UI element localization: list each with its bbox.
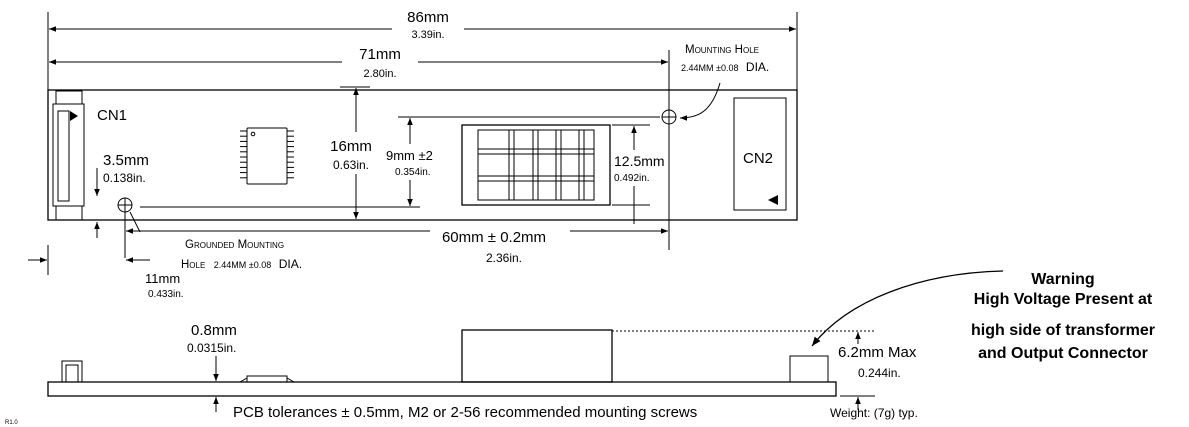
dim-height-mm: 6.2mm Max (838, 344, 917, 361)
dim-transformer-in: 0.492in. (614, 173, 650, 184)
pcb-outline-side (47, 381, 837, 397)
dim-mount-pitch-in: 2.80in. (363, 68, 396, 80)
cn2-connector: CN2 (733, 97, 787, 211)
dim-height-in: 0.244in. (858, 366, 901, 380)
dim-hole-y: 9mm ±2 0.354in. (384, 118, 438, 206)
dim-mount-pitch-mm: 71mm (359, 46, 401, 63)
dim-pcb-thickness: 0.8mm 0.0315in. (187, 322, 237, 412)
dim-overall-width: 86mm 3.39in. (47, 7, 798, 100)
mounting-hole (661, 109, 677, 125)
ic-chip (240, 127, 294, 185)
dim-transformer-mm: 12.5mm (614, 153, 665, 169)
ic-side (239, 375, 295, 383)
dim-ground-hole-x-mm: 11mm (145, 271, 180, 286)
dim-hole-y-mm: 9mm ±2 (386, 148, 433, 163)
pcb-outline-top (47, 89, 798, 221)
grounded-hole-dia: DIA. (279, 257, 302, 271)
dim-hole-spacing-mm: 60mm ± 0.2mm (442, 229, 546, 246)
dim-board-height-mm: 16mm (330, 138, 372, 155)
dim-board-height: 16mm 0.63in. (320, 86, 382, 221)
high-voltage-warning: Warning High Voltage Present at high sid… (811, 270, 1155, 362)
svg-text:2.44MM ±0.08 DIA.: 2.44MM ±0.08 DIA. (681, 58, 769, 75)
dim-board-height-in: 0.63in. (333, 158, 369, 172)
dim-pcb-thickness-in: 0.0315in. (187, 341, 236, 355)
grounded-hole-label: Grounded Mounting Hole 2.44MM ±0.08 DIA. (129, 211, 350, 272)
grounded-hole-word: Hole (181, 259, 205, 271)
dim-hole-spacing-in: 2.36in. (486, 251, 522, 265)
grounded-mounting-hole (117, 197, 133, 258)
weight-note: Weight: (7g) typ. (830, 406, 918, 420)
dim-transformer: 12.5mm 0.492in. (612, 124, 665, 224)
cn1-connector: CN1 (52, 90, 127, 221)
warning-line-3: and Output Connector (978, 345, 1148, 362)
mounting-hole-line1: Mounting Hole (685, 44, 759, 56)
mounting-hole-label: Mounting Hole 2.44MM ±0.08 DIA. (679, 44, 769, 121)
top-view: 86mm 3.39in. 71mm 2.80in. Mounting Hole … (28, 7, 798, 300)
dim-pcb-thickness-mm: 0.8mm (191, 322, 237, 339)
dim-mount-pitch: 71mm 2.80in. (49, 42, 670, 250)
dim-hole-spacing: 60mm ± 0.2mm 2.36in. (126, 226, 668, 266)
dim-height: 6.2mm Max 0.244in. (838, 332, 917, 410)
mounting-hole-dia: DIA. (746, 60, 769, 74)
dim-ground-hole-y-in: 0.138in. (103, 171, 146, 185)
warning-line-2: high side of transformer (971, 322, 1155, 339)
dim-ground-hole-y-mm: 3.5mm (103, 152, 149, 169)
svg-text:Hole 2.44MM ±0.08: Hole 2.44MM ±0.08 DIA. (181, 255, 302, 272)
dim-hole-y-in: 0.354in. (395, 167, 431, 178)
cn2-side (789, 355, 829, 383)
mounting-hole-tolerance: 2.44MM ±0.08 (681, 63, 738, 73)
revision-label: R1.0 (5, 420, 18, 426)
cn1-label: CN1 (97, 107, 127, 124)
grounded-hole-line1: Grounded Mounting (185, 239, 284, 251)
side-view: Warning High Voltage Present at high sid… (5, 270, 1155, 426)
dim-ground-hole-y: 3.5mm 0.138in. (94, 152, 149, 238)
cn2-label: CN2 (743, 150, 773, 167)
dim-overall-mm: 86mm (407, 9, 449, 26)
tolerance-note: PCB tolerances ± 0.5mm, M2 or 2-56 recom… (233, 404, 697, 421)
warning-line-1: High Voltage Present at (974, 291, 1153, 308)
dim-ground-hole-x-in: 0.433in. (148, 289, 184, 300)
dim-overall-in: 3.39in. (411, 29, 444, 41)
dim-ground-hole-x: 11mm 0.433in. (28, 245, 184, 300)
grounded-hole-tolerance: 2.44MM ±0.08 (214, 260, 271, 270)
transformer-top (461, 124, 611, 206)
transformer-side (461, 329, 613, 383)
warning-line-0: Warning (1031, 271, 1094, 288)
